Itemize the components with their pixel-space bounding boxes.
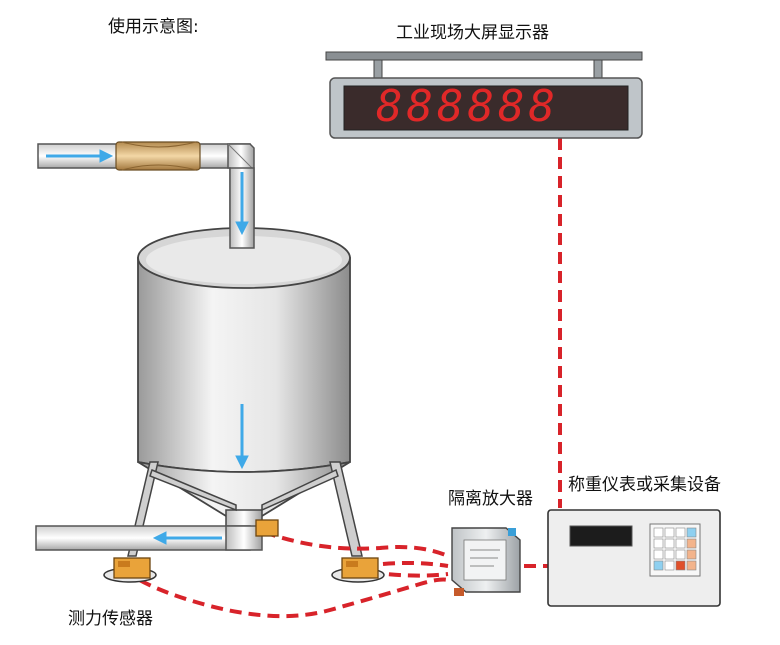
isolation-amplifier	[451, 527, 521, 596]
weighing-instrument	[547, 509, 721, 607]
load-cell-right	[331, 557, 385, 583]
usage-diagram-title: 使用示意图:	[108, 17, 199, 37]
tank	[137, 227, 351, 531]
load-cell-label: 测力传感器	[68, 609, 153, 629]
load-cell-left	[103, 557, 157, 583]
outlet-pipe	[35, 525, 263, 551]
weighing-instrument-label: 称重仪表或采集设备	[568, 475, 721, 495]
load-cell-center	[255, 519, 279, 537]
arrow-down-icon	[235, 172, 249, 236]
keypad-icon	[653, 527, 697, 571]
arrow-down-icon	[235, 404, 249, 470]
arrow-right-icon	[46, 149, 114, 163]
big-display	[325, 51, 643, 139]
arrow-left-icon	[152, 531, 222, 545]
big-display-label: 工业现场大屏显示器	[396, 23, 549, 43]
display-digits: 888888	[376, 81, 559, 132]
isolation-amplifier-label: 隔离放大器	[448, 489, 533, 509]
flow-arrows	[46, 149, 249, 545]
